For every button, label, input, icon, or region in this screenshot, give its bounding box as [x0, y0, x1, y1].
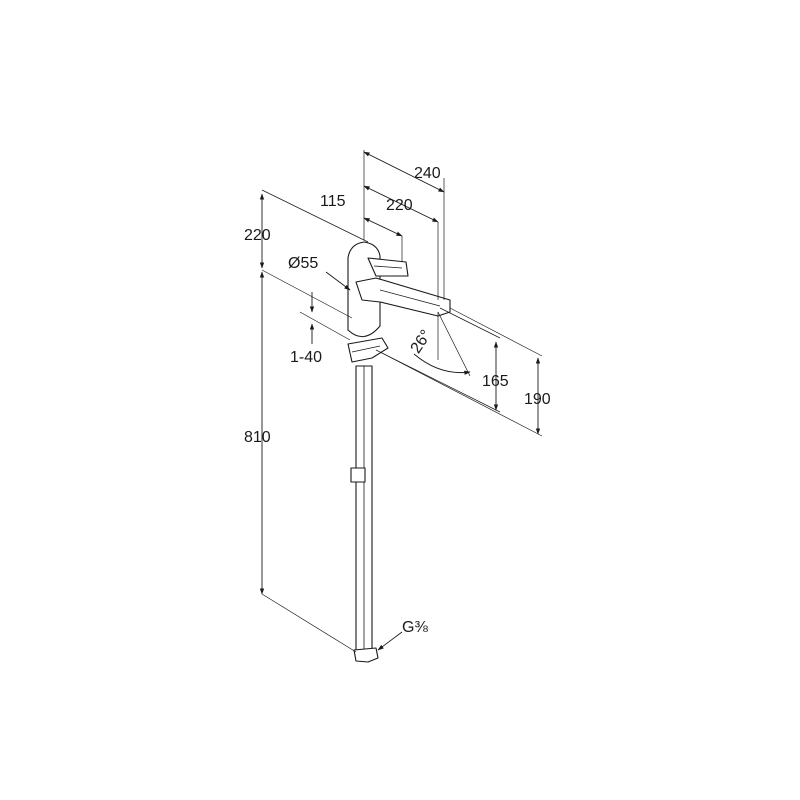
label-240: 240 — [414, 165, 441, 182]
hose-connector — [353, 647, 379, 663]
label-thread-g3-8: G⅜ — [402, 619, 428, 636]
label-220-top: 220 — [386, 197, 413, 214]
label-diameter-55: Ø55 — [288, 255, 318, 272]
label-220-left: 220 — [244, 227, 271, 244]
label-810: 810 — [244, 429, 271, 446]
label-1-40: 1-40 — [290, 349, 322, 366]
label-165: 165 — [482, 373, 509, 390]
dimension-lines — [259, 150, 543, 653]
label-190: 190 — [524, 391, 551, 408]
dimension-labels: 240 220 115 220 Ø55 1-40 26° 165 190 810… — [244, 165, 551, 636]
faucet-body — [347, 241, 451, 663]
label-26-degrees: 26° — [408, 327, 436, 357]
mounting-base — [347, 337, 389, 363]
label-115: 115 — [320, 193, 346, 210]
hose-clip — [350, 467, 366, 483]
spout — [355, 277, 451, 317]
